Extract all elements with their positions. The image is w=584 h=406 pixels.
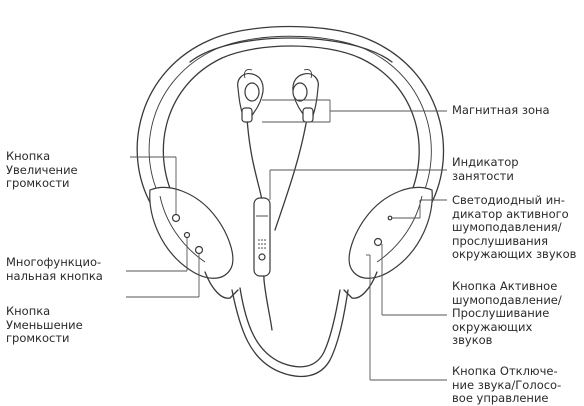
left-control-housing (150, 187, 238, 298)
left-earbud (238, 69, 263, 122)
label-multifunction: Многофункцио- нальная кнопка (6, 256, 103, 283)
label-anc-button: Кнопка Активное шумоподавление/ Прослуши… (452, 280, 562, 348)
label-busy-indicator: Индикатор занятости (452, 156, 519, 183)
volume-down-button[interactable] (196, 247, 203, 254)
right-earbud (293, 69, 318, 122)
right-control-housing (344, 187, 432, 298)
label-anc-led: Светодиодный ин- дикатор активного шумоп… (452, 194, 576, 262)
label-magnetic-zone: Магнитная зона (452, 104, 550, 118)
mute-button[interactable] (259, 254, 265, 260)
cables (232, 288, 348, 376)
volume-up-button[interactable] (173, 215, 180, 222)
label-mute-button: Кнопка Отключе- ние звука/Голосо- вое уп… (452, 365, 561, 406)
label-volume-up: Кнопка Увеличение громкости (6, 150, 78, 191)
label-volume-down: Кнопка Уменьшение громкости (6, 305, 83, 346)
multifunction-button[interactable] (185, 233, 190, 238)
anc-led (388, 216, 392, 220)
neckband (137, 27, 443, 207)
anc-button[interactable] (375, 239, 382, 246)
busy-indicator-module (254, 198, 270, 276)
